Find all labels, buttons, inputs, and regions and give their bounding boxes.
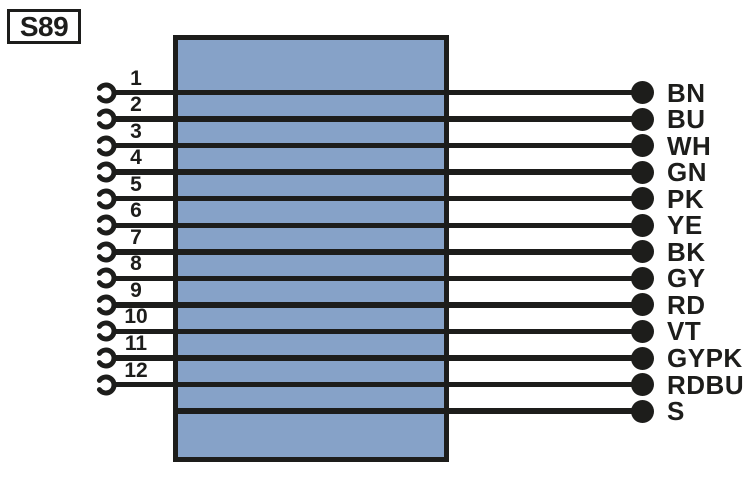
wire-line [112, 355, 643, 361]
pin-number-label: 3 [130, 119, 142, 143]
wire-line [112, 222, 643, 228]
wire-endpoint-dot [631, 373, 654, 397]
wire-line [112, 89, 643, 96]
pin-socket-icon [96, 320, 117, 342]
wire-color-label: S [667, 396, 685, 427]
wire-endpoint-dot [631, 266, 654, 290]
wire-endpoint-dot [631, 346, 654, 370]
wire-line [112, 142, 643, 149]
pin-number-label: 6 [130, 199, 142, 223]
pin-number-label: 1 [130, 66, 142, 90]
wire-color-label: GY [667, 263, 706, 294]
pin-number-label: 4 [130, 146, 142, 170]
wire-color-label: PK [667, 183, 705, 214]
component-label: S89 [19, 10, 69, 42]
wire-endpoint-dot [631, 399, 654, 423]
pin-socket-icon [96, 267, 117, 289]
wire-line [112, 328, 643, 335]
wire-line [112, 195, 643, 202]
wire-line [112, 169, 643, 175]
wire-line [112, 116, 643, 122]
wire-endpoint-dot [631, 81, 654, 104]
pin-socket-icon [96, 241, 117, 263]
pin-number-label: 9 [130, 278, 142, 302]
pin-socket-icon [96, 161, 117, 183]
wire-color-label: YE [667, 210, 703, 241]
wire-endpoint-dot [631, 107, 654, 131]
wire-color-label: BK [667, 236, 706, 267]
pin-socket-icon [96, 108, 117, 130]
pin-socket-icon [96, 294, 117, 316]
pin-number-label: 5 [130, 172, 142, 196]
wire-endpoint-dot [631, 134, 654, 158]
wire-endpoint-dot [631, 293, 654, 317]
wire-line [173, 408, 643, 414]
wire-endpoint-dot [631, 319, 654, 343]
wire-color-label: GYPK [667, 343, 743, 373]
wire-color-label: BN [667, 77, 706, 108]
pin-socket-icon [96, 82, 117, 103]
pin-number-label: 2 [130, 93, 142, 117]
pin-number-label: 11 [124, 332, 148, 355]
pin-socket-icon [96, 135, 117, 157]
wire-color-label: GN [667, 157, 707, 188]
wire-line [112, 249, 643, 255]
connector-body [173, 35, 449, 462]
wire-color-label: BU [667, 104, 706, 135]
pin-socket-icon [96, 214, 117, 236]
wire-endpoint-dot [631, 213, 654, 237]
wire-endpoint-dot [631, 160, 654, 184]
wire-line [112, 381, 643, 388]
wire-color-label: RD [667, 289, 706, 320]
pin-socket-icon [96, 188, 117, 210]
wire-endpoint-dot [631, 240, 654, 264]
wire-color-label: RDBU [667, 369, 745, 400]
wire-line [112, 275, 643, 282]
component-badge: S89 [7, 9, 81, 44]
pin-number-label: 10 [124, 305, 148, 329]
pin-socket-icon [96, 347, 117, 369]
wire-line [112, 302, 643, 308]
wire-color-label: VT [667, 316, 702, 347]
wire-color-label: WH [667, 130, 712, 161]
pin-socket-icon [96, 374, 117, 395]
wire-endpoint-dot [631, 187, 654, 211]
pin-number-label: 7 [130, 225, 142, 249]
pin-number-label: 8 [130, 252, 142, 276]
pin-number-label: 12 [124, 358, 148, 382]
